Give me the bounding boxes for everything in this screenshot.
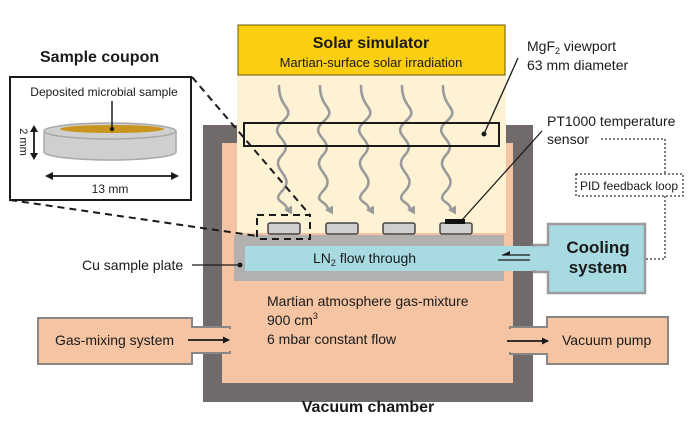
ray-1	[275, 84, 293, 215]
solar-simulator-subtitle: Martian-surface solar irradiation	[280, 55, 463, 70]
light-zone-inner	[237, 143, 506, 233]
cu-sample-plate: LN2 flow through	[234, 235, 550, 281]
chamber-wall-left	[203, 125, 222, 402]
vacuum-chamber-title: Vacuum chamber	[302, 399, 435, 416]
ray-5	[439, 84, 457, 215]
vacuum-pump[interactable]: Vacuum pump	[505, 316, 669, 365]
sample-coupon-title: Sample coupon	[40, 49, 159, 66]
sample-row	[267, 219, 473, 235]
gas-volume-label: 900 cm3	[267, 311, 318, 328]
ln2-flow-label: LN2 flow through	[313, 250, 416, 268]
solar-simulator-title: Solar simulator	[313, 35, 429, 52]
sensor-leader	[461, 130, 543, 221]
pid-feedback-loop	[575, 138, 684, 260]
ray-3	[357, 84, 375, 215]
zoom-callout-box	[256, 214, 311, 240]
gas-mixture-label: Martian atmosphere gas-mixture	[267, 293, 469, 309]
ln2-channel	[245, 246, 550, 271]
sample-coupon-2[interactable]	[325, 222, 359, 235]
sensor-label-line2: sensor	[547, 131, 589, 147]
width-label: 13 mm	[92, 182, 129, 196]
cooling-line1: Cooling	[566, 238, 629, 257]
viewport-label-line2: 63 mm diameter	[527, 57, 628, 73]
cu-plate-label: Cu sample plate	[82, 257, 183, 273]
gas-pressure-label: 6 mbar constant flow	[267, 331, 397, 347]
zoom-callout	[9, 76, 311, 240]
cooling-line2: system	[569, 258, 628, 277]
vacuum-pump-label: Vacuum pump	[562, 332, 651, 348]
gas-mixing-system[interactable]: Gas-mixing system	[37, 317, 232, 365]
viewport-leader	[483, 57, 519, 135]
mgf2-viewport[interactable]	[243, 122, 500, 147]
ray-2	[316, 84, 334, 215]
deposit-label: Deposited microbial sample	[30, 85, 178, 99]
ray-4	[398, 84, 416, 215]
pid-box	[575, 173, 684, 197]
cooling-system[interactable]: Cooling system	[530, 222, 647, 295]
solar-simulator[interactable]: Solar simulator Martian-surface solar ir…	[237, 24, 506, 76]
pt1000-sensor[interactable]	[445, 219, 465, 224]
gas-mixing-label: Gas-mixing system	[55, 332, 174, 348]
sample-coupon-1[interactable]	[267, 222, 301, 235]
irradiation-rays	[275, 84, 457, 215]
sample-coupon-4[interactable]	[439, 222, 473, 235]
chamber-wall-bottom	[203, 383, 533, 402]
viewport-label-line1: MgF2 viewport	[527, 38, 616, 56]
sample-coupon-3[interactable]	[382, 222, 416, 235]
sample-coupon-inset: Sample coupon Deposited microbial sample…	[9, 49, 192, 201]
height-label: 2 mm	[17, 128, 29, 156]
pid-label: PID feedback loop	[580, 179, 678, 193]
sensor-label-line1: PT1000 temperature	[547, 113, 676, 129]
